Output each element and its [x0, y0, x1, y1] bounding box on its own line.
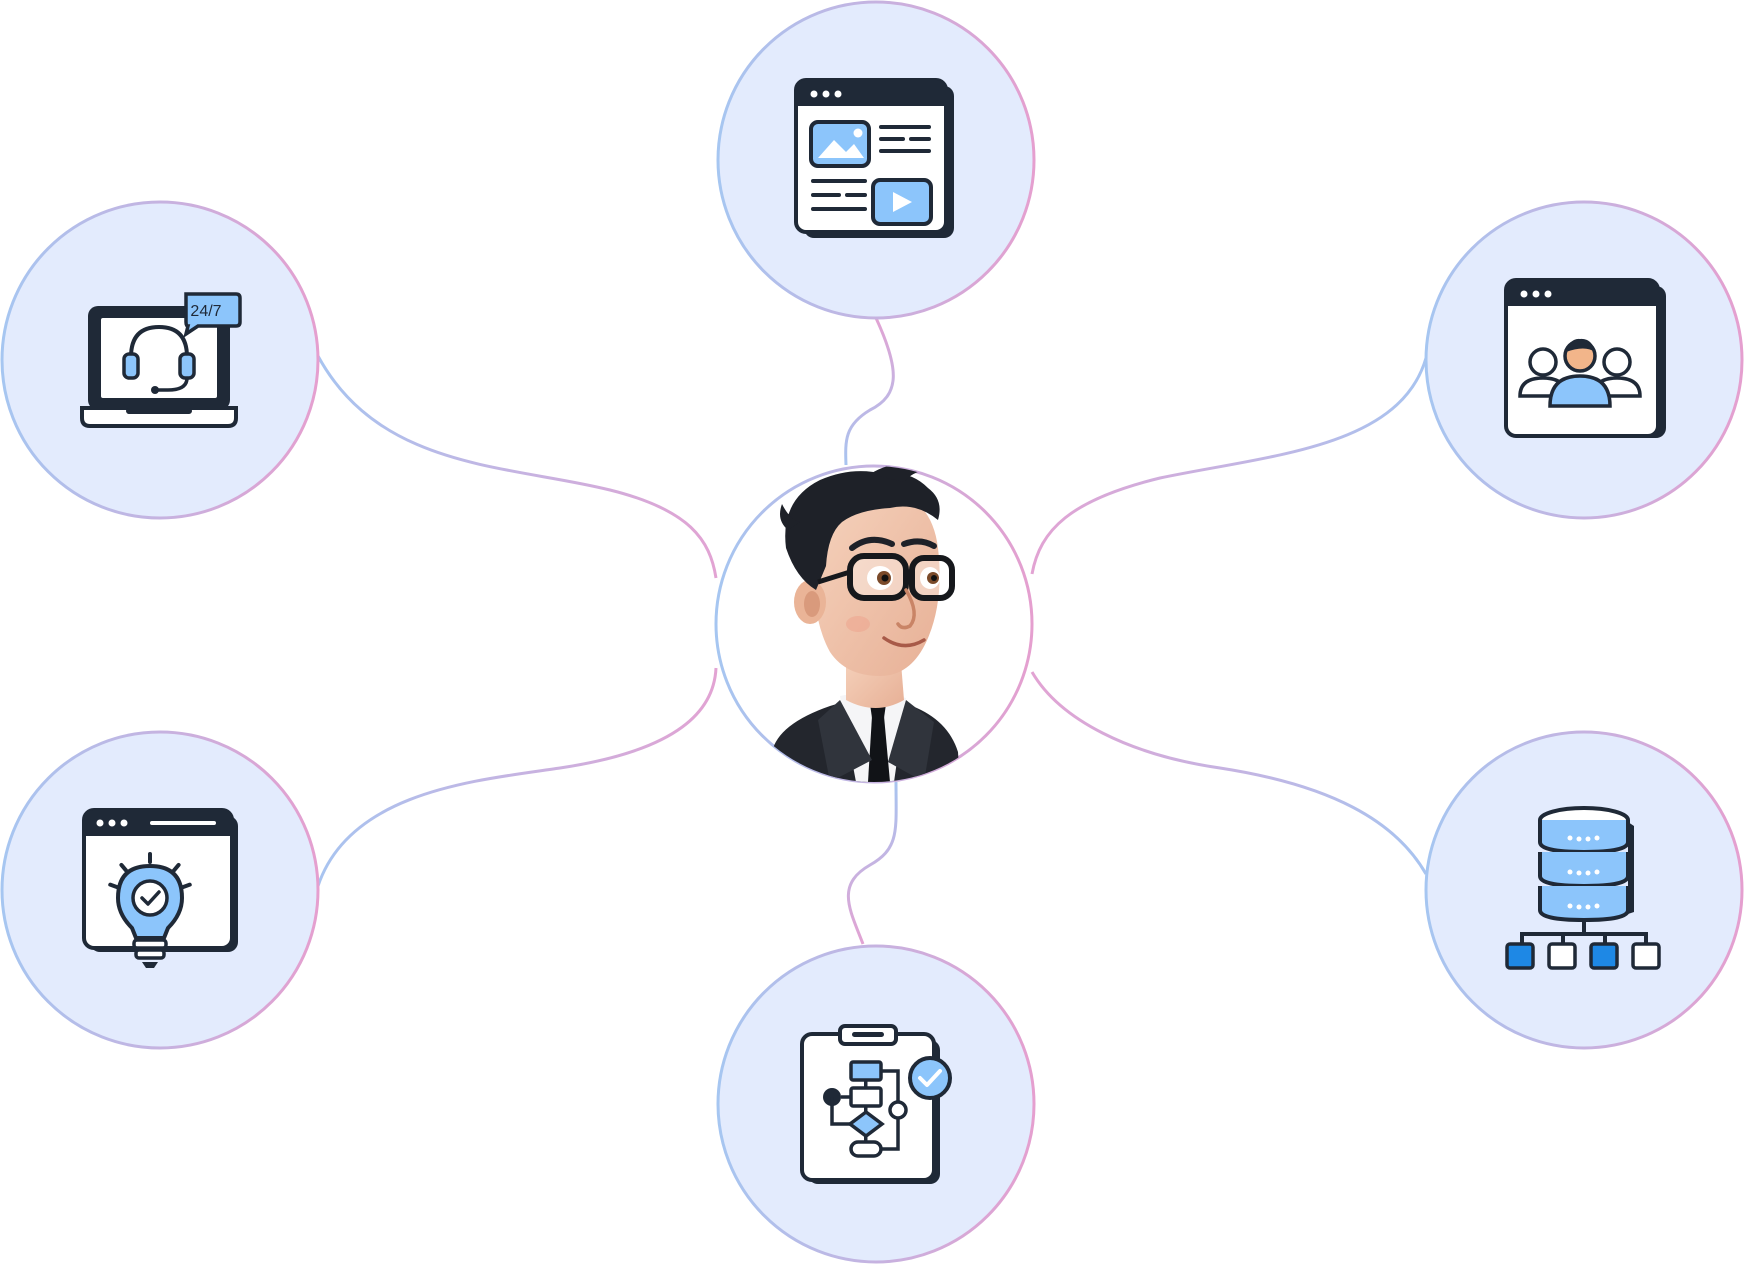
connector-lower-right — [1030, 671, 1428, 875]
team-browser-icon — [1504, 278, 1666, 438]
database-network-icon — [1505, 806, 1661, 970]
node-support: 24/7 — [0, 200, 320, 520]
connector-top — [844, 317, 895, 466]
connector-bottom — [846, 781, 898, 945]
connector-lower-left — [316, 667, 718, 887]
support-247-bubble: 24/7 — [183, 292, 242, 338]
node-web-content — [716, 0, 1036, 320]
node-team — [1424, 200, 1744, 520]
node-idea — [0, 730, 320, 1050]
connector-upper-right — [1030, 357, 1428, 575]
node-center — [714, 464, 1034, 784]
badge-247-label: 24/7 — [190, 303, 221, 320]
node-workflow — [716, 944, 1036, 1264]
connector-upper-left — [316, 355, 718, 579]
flowchart-clipboard-icon — [800, 1024, 952, 1184]
node-data — [1424, 730, 1744, 1050]
connectors — [316, 317, 1428, 945]
support-laptop-icon: 24/7 — [80, 292, 242, 428]
browser-content-icon — [794, 78, 954, 238]
cartoon-businessman-avatar — [770, 466, 960, 782]
idea-browser-icon — [82, 808, 238, 968]
